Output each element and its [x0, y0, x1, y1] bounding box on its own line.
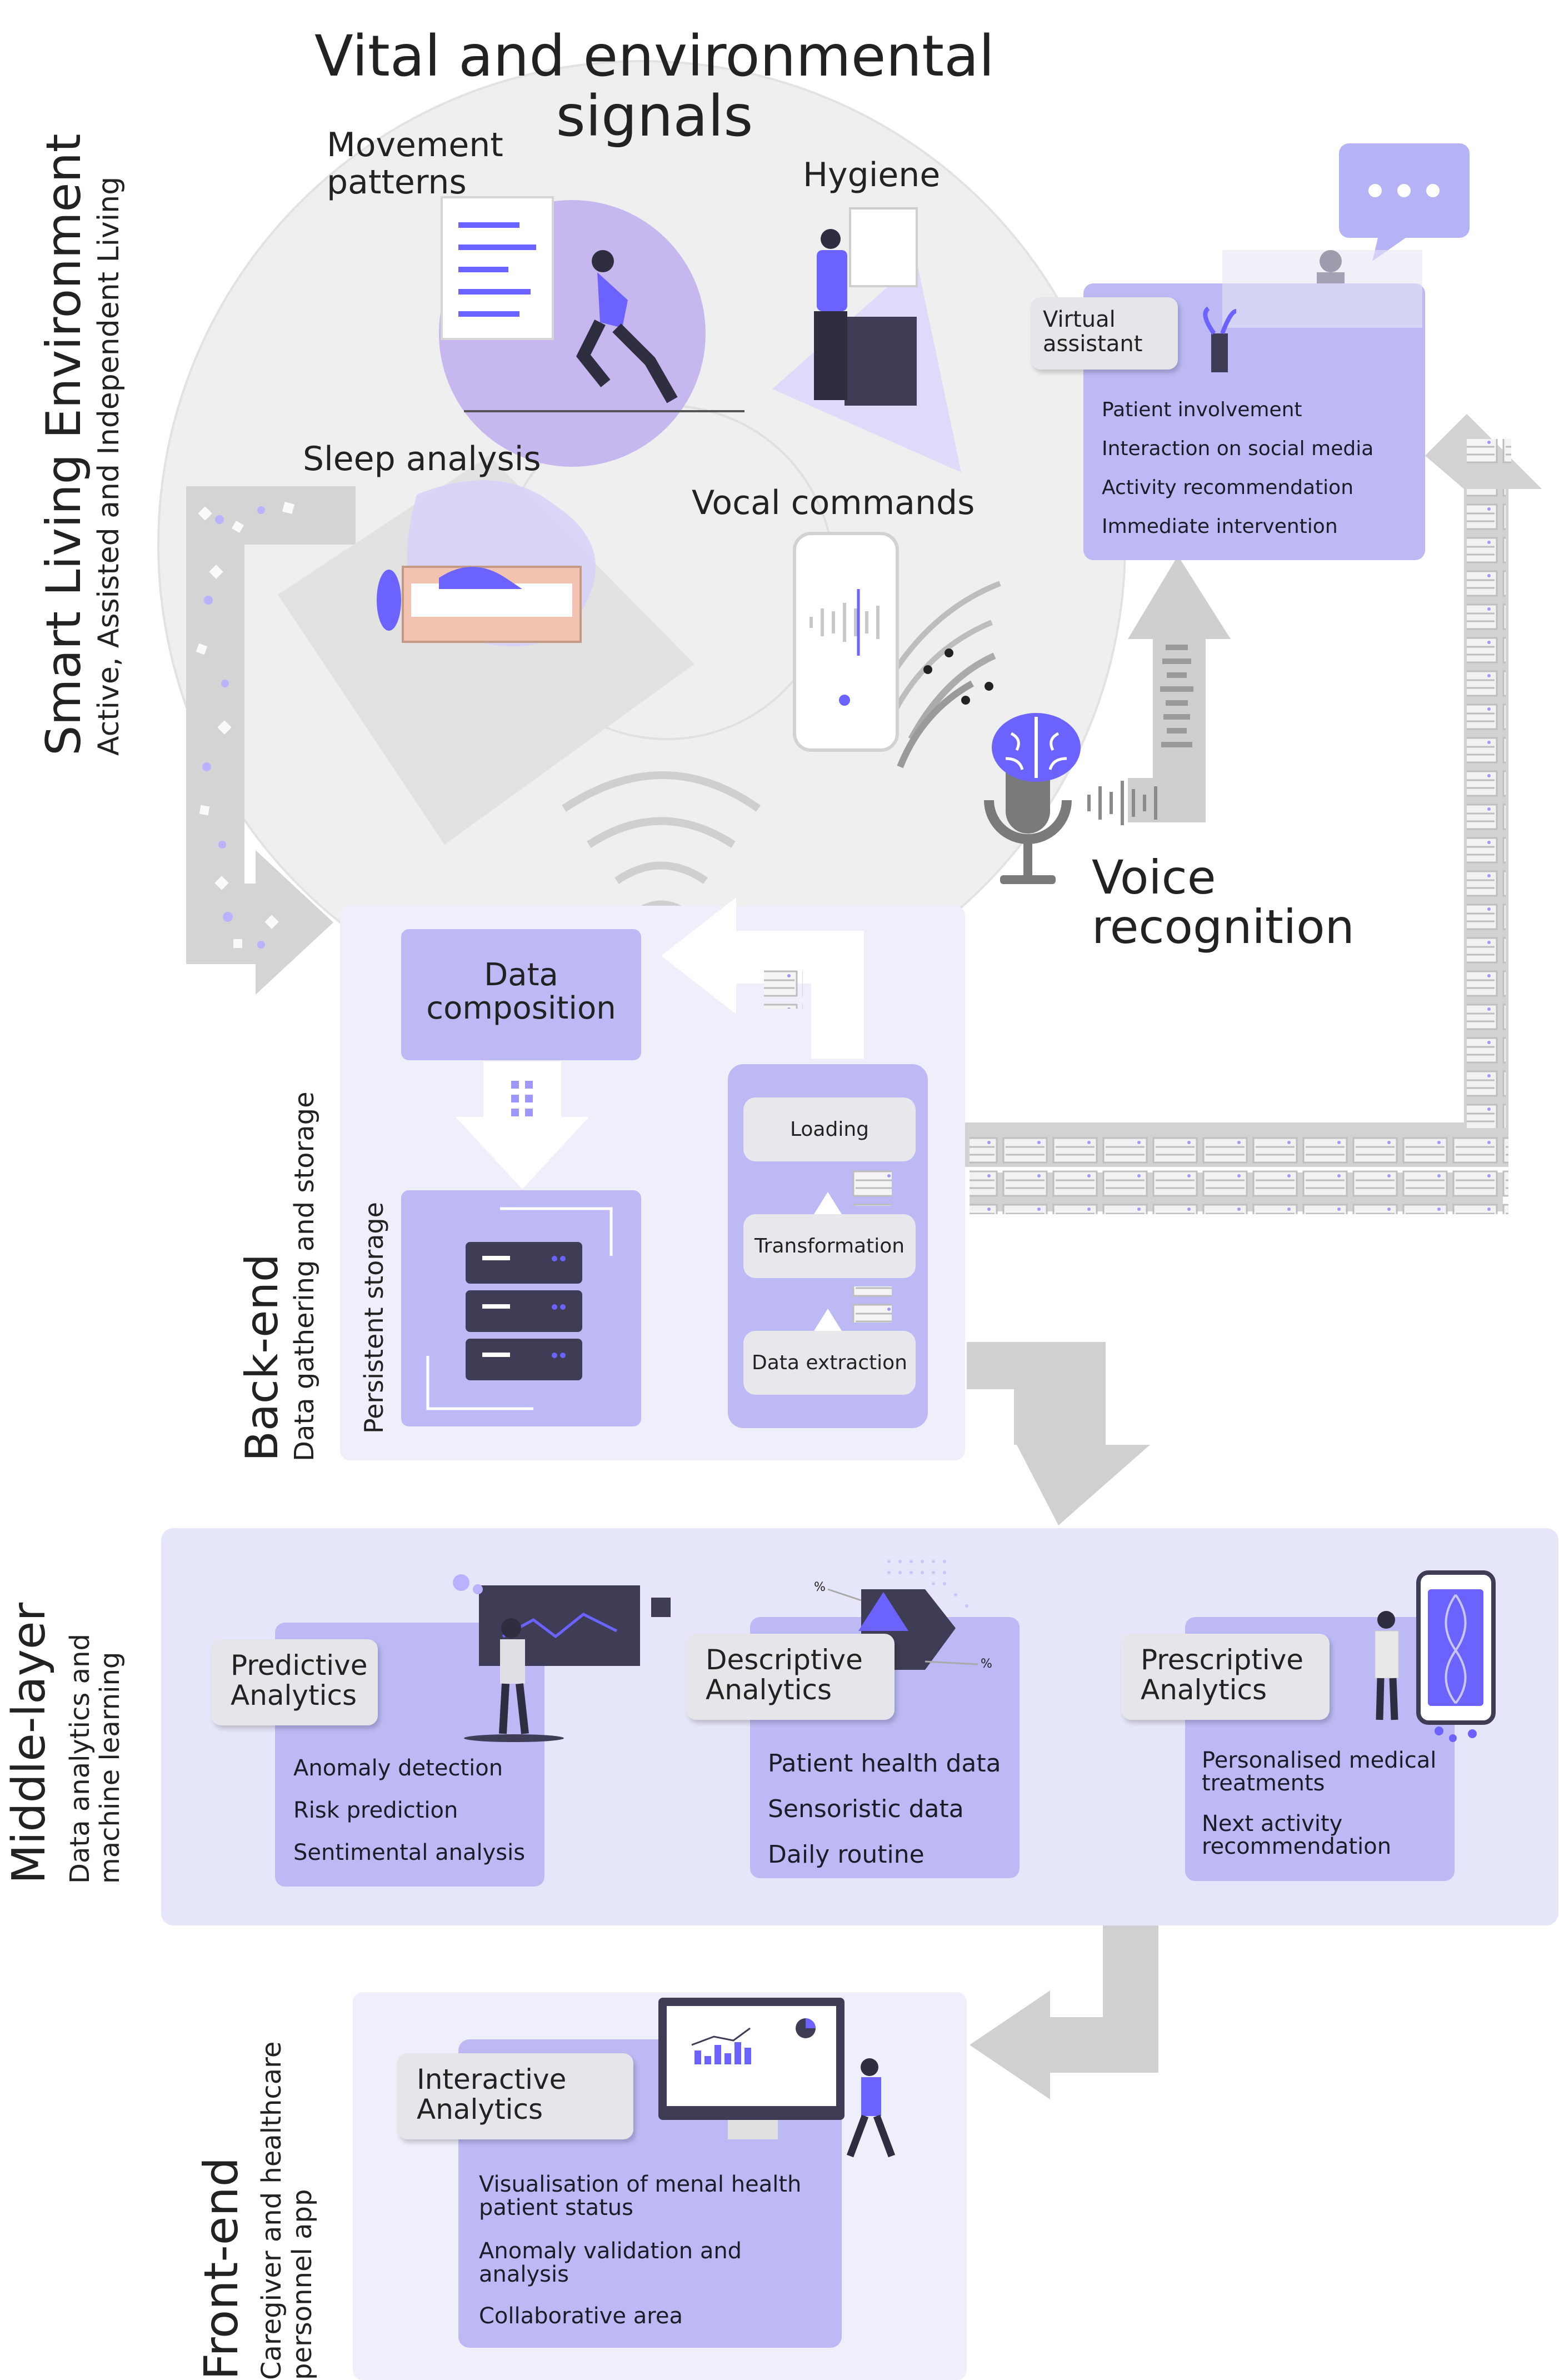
interactive-item: Visualisation of menal health patient st… — [479, 2172, 802, 2221]
percent-label: % — [981, 1657, 992, 1671]
brain-icon — [992, 713, 1081, 782]
assistant-item: Interaction on social media — [1102, 437, 1374, 460]
data-composition-label: Data composition — [426, 957, 616, 1027]
caregiver-figure — [846, 2058, 896, 2158]
descriptive-item: Daily routine — [768, 1840, 925, 1869]
sleep-analysis-label: Sleep analysis — [303, 440, 541, 478]
voice-recognition-label: Voice recognition — [1092, 850, 1355, 955]
middle-layer-subtitle: Data analytics and machine learning — [64, 1634, 126, 1884]
person-washing-figure — [814, 229, 847, 400]
assistant-item: Activity recommendation — [1102, 476, 1354, 499]
left-flow-arrow — [186, 486, 356, 995]
descriptive-analytics-card — [686, 1634, 895, 1720]
assistant-item: Patient involvement — [1102, 398, 1302, 421]
backend-subtitle: Data gathering and storage — [289, 1091, 320, 1461]
vocal-commands-label: Vocal commands — [692, 483, 975, 522]
side-subtitle-living: Active, Assisted and Independent Living — [92, 176, 126, 756]
descriptive-analytics-label: Descriptive Analytics — [706, 1644, 863, 1706]
persistent-storage-label: Persistent storage — [359, 1202, 389, 1434]
predictive-item: Sentimental analysis — [293, 1840, 526, 1865]
main-title: Vital and environmental signals — [314, 23, 995, 150]
down-arrow-to-middle — [967, 1342, 1150, 1525]
assistant-item: Immediate intervention — [1102, 515, 1338, 538]
interactive-analytics-label: Interactive Analytics — [417, 2063, 567, 2125]
predictive-analytics-label: Predictive Analytics — [231, 1649, 368, 1712]
etl-step-loading: Loading — [743, 1097, 916, 1161]
runner-figure — [576, 250, 678, 403]
percent-label: % — [814, 1580, 826, 1594]
prescriptive-analytics-card — [1121, 1634, 1330, 1720]
descriptive-item: Sensoristic data — [768, 1795, 964, 1823]
movement-patterns-label: Movement patterns — [327, 126, 503, 202]
virtual-assistant-card — [1031, 297, 1178, 370]
down-left-arrow-to-front — [970, 1925, 1158, 2099]
interactive-item: Anomaly validation and analysis — [479, 2238, 742, 2287]
interactive-item: Collaborative area — [479, 2303, 683, 2329]
virtual-assistant-label: Virtual assistant — [1043, 307, 1143, 357]
hygiene-label: Hygiene — [803, 156, 941, 194]
server-stack-icon — [466, 1242, 582, 1380]
middle-layer-title: Middle-layer — [3, 1602, 56, 1884]
side-title-smart-living: Smart Living Environment — [36, 133, 92, 756]
etl-step-transformation: Transformation — [743, 1214, 916, 1278]
prescriptive-analytics-label: Prescriptive Analytics — [1141, 1644, 1304, 1706]
frontend-subtitle: Caregiver and healthcare personnel app — [256, 2041, 318, 2380]
etl-step-data-extraction: Data extraction — [743, 1331, 916, 1395]
descriptive-item: Patient health data — [768, 1749, 1001, 1778]
predictive-item: Risk prediction — [293, 1798, 458, 1823]
prescriptive-item: Personalised medical treatments — [1202, 1748, 1437, 1796]
predictive-analytics-card — [211, 1639, 378, 1725]
frontend-title: Front-end — [194, 2157, 248, 2380]
doctor-figure — [1375, 1611, 1399, 1720]
predictive-item: Anomaly detection — [293, 1755, 503, 1781]
analyst-figure — [499, 1618, 529, 1734]
prescriptive-item: Next activity recommendation — [1202, 1811, 1392, 1859]
data-composition-box — [401, 929, 641, 1060]
interactive-analytics-card — [397, 2053, 633, 2139]
backend-title: Back-end — [236, 1254, 288, 1461]
